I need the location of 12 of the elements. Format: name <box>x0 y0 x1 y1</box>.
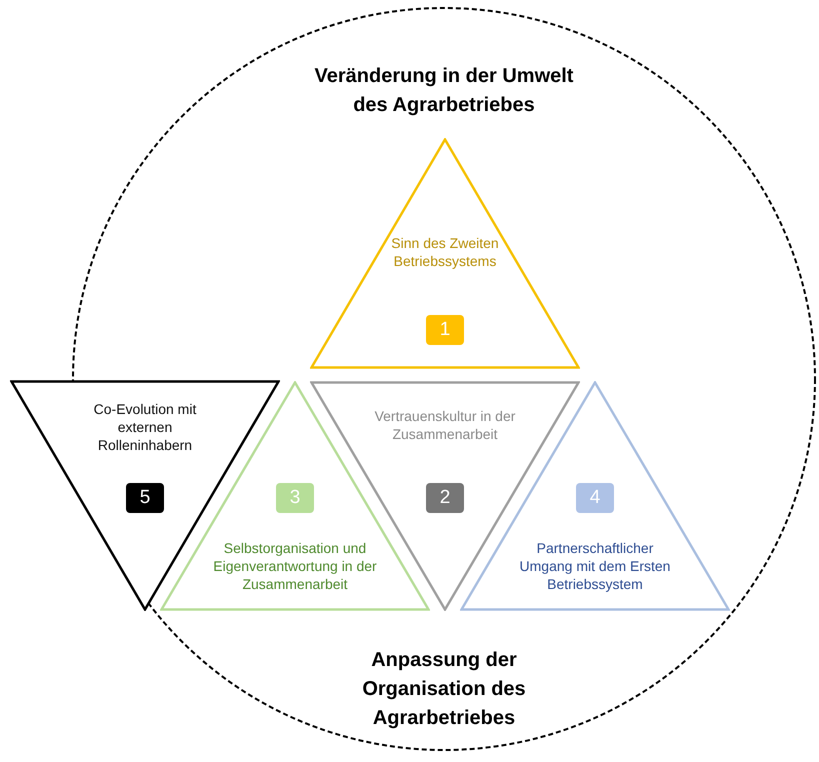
triangle-label: Partnerschaftlicher Umgang mit dem Ersten Betriebssystem <box>518 539 672 593</box>
number-badge: 5 <box>126 483 164 513</box>
heading: Anpassung der Organisation des Agrarbetriebes <box>361 648 527 731</box>
triangle-label: Sinn des Zweiten Betriebssystems <box>390 234 500 270</box>
triangle-label: Selbstorganisation und Eigenverantwortung in der Zusammenarbeit <box>212 539 378 593</box>
triangle-label: Co-Evolution mit externen Rolleninhabern <box>92 400 198 454</box>
triangle-label: Vertrauenskultur in der Zusammenarbeit <box>374 407 516 443</box>
number-badge: 1 <box>426 315 464 345</box>
number-badge: 3 <box>276 483 314 513</box>
number-badge: 2 <box>426 483 464 513</box>
number-badge: 4 <box>576 483 614 513</box>
heading: Veränderung in der Umwelt des Agrarbetriebes <box>314 64 574 118</box>
